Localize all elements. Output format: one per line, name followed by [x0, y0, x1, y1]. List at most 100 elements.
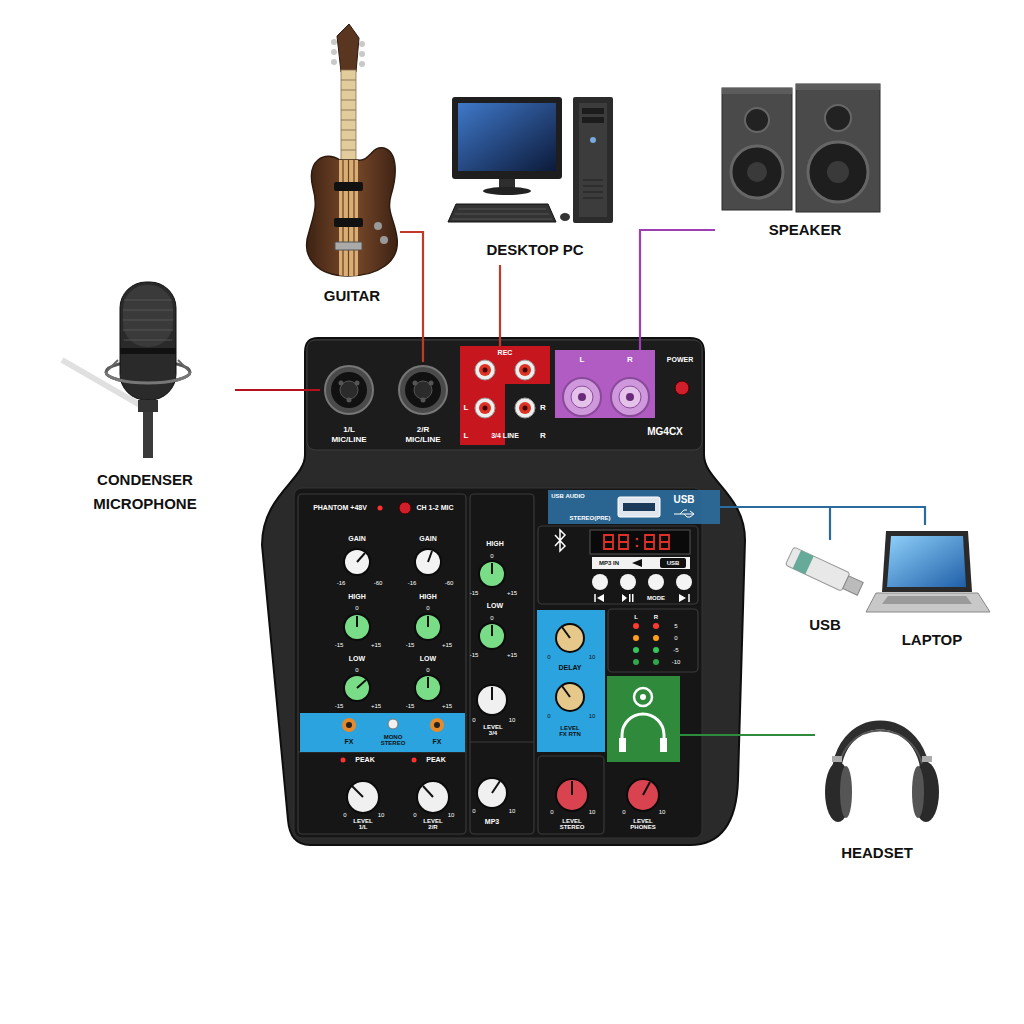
text-slot: 10 — [589, 809, 596, 816]
guitar-picture-part — [331, 49, 337, 55]
mixer-console: POWERMG4CXPHANTOM +48VCH 1-2 MICGAIN-16-… — [262, 336, 748, 848]
guitar-picture-part — [380, 236, 388, 244]
port-label: USB — [673, 494, 694, 506]
guitar-picture — [307, 24, 398, 280]
control-label: 0 — [355, 605, 358, 612]
control-label: +15 — [371, 703, 381, 710]
text-slot: -16 — [337, 580, 346, 587]
text-slot: POWER — [667, 356, 693, 364]
knob-part — [476, 777, 508, 809]
line-io-highlight — [460, 346, 550, 445]
knob-part — [478, 622, 506, 650]
guitar-picture-part — [334, 182, 363, 191]
device-label: CONDENSER MICROPHONE — [70, 468, 220, 515]
control-label: -16 — [337, 580, 346, 587]
transport-buttons-part — [688, 594, 690, 602]
usb-drive-picture-part — [793, 550, 814, 574]
usb-drive-picture-part — [843, 576, 863, 595]
text-slot: -15 — [406, 642, 415, 649]
line-io-highlight-part — [519, 364, 531, 376]
control-label: LOW — [349, 655, 365, 663]
mp3-display-part — [636, 545, 639, 548]
control-label: MODE — [647, 595, 665, 602]
control-label: USB — [667, 560, 680, 567]
knob-part — [478, 779, 506, 807]
guitar-picture-part — [341, 80, 356, 150]
knob-part — [491, 687, 493, 700]
control-label: 0 — [426, 605, 429, 612]
control-label: MP3 IN — [599, 560, 619, 567]
microphone-picture — [62, 282, 190, 458]
phones-panel-part — [607, 676, 680, 762]
guitar-picture-part — [334, 218, 363, 227]
fx-band-part — [346, 722, 352, 728]
mp3-display-part — [660, 558, 686, 568]
headset-device: HEADSET — [815, 688, 940, 868]
knob-part — [418, 782, 448, 812]
speaker-picture-part — [722, 88, 792, 210]
speaker-picture-part — [827, 161, 849, 183]
line-io-highlight-part — [460, 346, 505, 445]
control-label: 0 — [674, 635, 677, 642]
control-label: R — [654, 614, 658, 621]
desktop-pc-picture-part — [560, 213, 570, 221]
guitar-picture-part — [359, 61, 365, 67]
text-slot: GUITAR — [324, 287, 380, 304]
mixer-body — [262, 338, 745, 845]
port-label: L — [464, 403, 469, 412]
laptop-picture — [866, 531, 990, 612]
text-slot: 10 — [509, 808, 516, 815]
microphone-device: CONDENSER MICROPHONE — [55, 275, 235, 520]
control-label: HIGH — [419, 593, 437, 601]
speaker-picture-part — [731, 146, 783, 198]
transport-buttons-part — [597, 594, 604, 602]
panel-frame-part — [470, 494, 534, 834]
control-label: 0 — [355, 667, 358, 674]
text-slot: LOW — [420, 655, 436, 663]
text-slot: 0 — [426, 667, 429, 674]
mp3-display-part — [590, 530, 690, 554]
text-slot: LEVEL PHONES — [628, 818, 658, 832]
knob-part — [427, 616, 429, 627]
headset-picture-part — [912, 766, 924, 818]
knob-part — [345, 615, 369, 639]
text-slot: GAIN — [419, 535, 437, 543]
usb-highlight-part — [618, 497, 660, 517]
speaker-output-highlight-part — [571, 386, 593, 408]
port-label: L — [580, 355, 585, 364]
headphone-panel: 010LEVEL PHONES — [607, 676, 680, 833]
control-label: 10 — [509, 808, 516, 815]
text-slot: 0 — [490, 615, 493, 622]
line-io-highlight-part — [515, 398, 535, 418]
knob-part — [555, 682, 585, 712]
knob-part — [356, 616, 358, 627]
level-meter — [633, 623, 659, 665]
text-slot: DELAY — [558, 664, 581, 672]
speaker-picture-part — [825, 105, 851, 131]
headset-picture — [825, 725, 939, 822]
desktop-pc-picture-part — [583, 180, 603, 198]
text-slot: REC — [498, 349, 513, 357]
connector-layer — [235, 230, 925, 735]
device-label: DESKTOP PC — [487, 241, 584, 258]
xlr-jack-part — [325, 366, 373, 414]
text-slot: STEREO(PRE) — [569, 515, 610, 522]
line-io-highlight-part — [523, 368, 528, 373]
knob-part — [492, 781, 500, 793]
text-slot: L — [634, 614, 638, 621]
usb-highlight-part — [548, 490, 720, 524]
guitar-picture-part — [335, 242, 362, 250]
usb-highlight — [548, 490, 720, 524]
cable-line — [400, 232, 423, 362]
text-slot: 10 — [378, 812, 385, 819]
phantom-switch-part — [399, 502, 411, 514]
speaker-output-highlight-part — [555, 350, 655, 418]
text-slot: MP3 — [485, 818, 499, 826]
control-label: 10 — [378, 812, 385, 819]
xlr-jack — [325, 366, 447, 414]
control-label: LEVEL FX RTN — [557, 725, 583, 739]
xlr-jack-part — [399, 366, 447, 414]
control-label: 0 — [547, 713, 550, 720]
text-slot: LOW — [349, 655, 365, 663]
